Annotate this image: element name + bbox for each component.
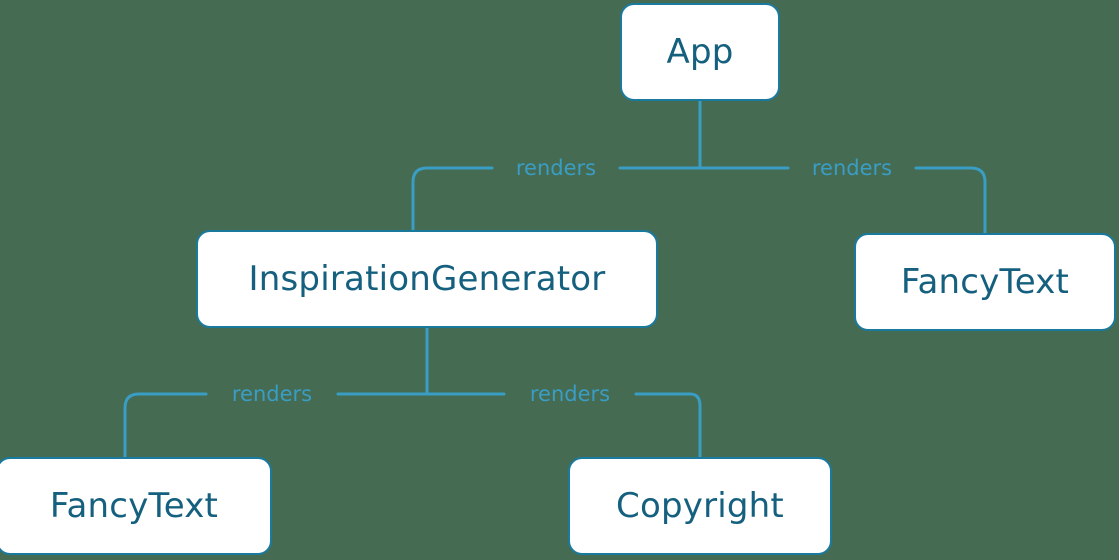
edge-inspirationgenerator-to-fancytext-left xyxy=(123,392,429,459)
node-fancytext-left[interactable]: FancyText xyxy=(0,457,272,555)
edge-label-app-inspirationgenerator: renders xyxy=(515,156,597,180)
node-inspirationgenerator[interactable]: InspirationGenerator xyxy=(196,230,658,328)
edge-label-inspirationgenerator-copyright: renders xyxy=(529,382,611,406)
node-app-label: App xyxy=(666,32,734,72)
node-copyright-label: Copyright xyxy=(616,486,784,526)
node-inspirationgenerator-label: InspirationGenerator xyxy=(248,259,606,299)
node-fancytext-right-label: FancyText xyxy=(900,262,1070,302)
edge-app-to-inspirationgenerator xyxy=(411,166,702,232)
node-copyright[interactable]: Copyright xyxy=(568,457,832,555)
node-app[interactable]: App xyxy=(620,3,780,101)
node-fancytext-right[interactable]: FancyText xyxy=(854,233,1116,331)
edge-inspirationgenerator-to-copyright xyxy=(425,392,702,459)
edge-app-to-fancytext-right xyxy=(698,166,987,235)
edge-label-inspirationgenerator-fancytext-left: renders xyxy=(231,382,313,406)
edge-label-app-fancytext-right: renders xyxy=(811,156,893,180)
node-fancytext-left-label: FancyText xyxy=(49,486,219,526)
